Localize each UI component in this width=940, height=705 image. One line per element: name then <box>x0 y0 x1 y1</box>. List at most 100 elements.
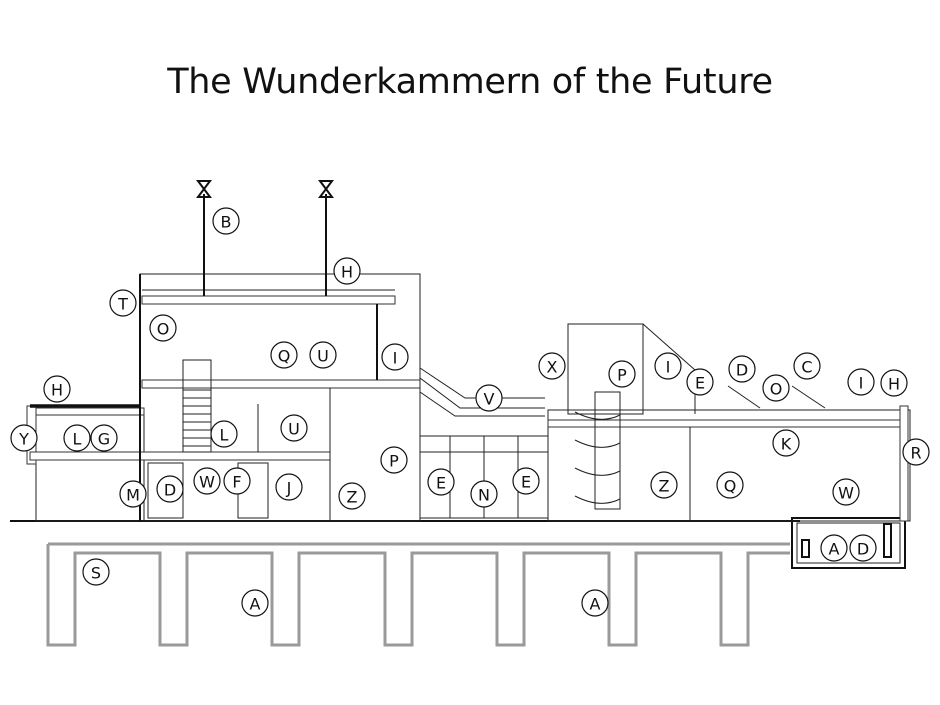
label-o: O <box>149 314 177 342</box>
svg-text:L: L <box>73 430 82 449</box>
svg-text:A: A <box>250 595 261 614</box>
mast-left-top <box>196 180 212 198</box>
svg-text:G: G <box>98 430 110 449</box>
svg-text:C: C <box>801 358 812 377</box>
label-h: H <box>880 369 908 397</box>
svg-text:J: J <box>286 479 292 498</box>
svg-text:I: I <box>666 358 671 377</box>
svg-text:E: E <box>521 473 531 492</box>
svg-text:B: B <box>221 213 232 232</box>
storage-tank-right <box>883 523 892 558</box>
label-b: B <box>212 207 240 235</box>
diagram-title: The Wunderkammern of the Future <box>167 62 773 102</box>
left-roof-slab <box>35 407 145 416</box>
label-e: E <box>427 468 455 496</box>
label-d: D <box>728 355 756 383</box>
right-wall <box>899 405 909 522</box>
svg-text:F: F <box>232 473 241 492</box>
svg-text:D: D <box>736 361 748 380</box>
svg-text:S: S <box>91 564 101 583</box>
svg-text:I: I <box>859 374 864 393</box>
right-roof-slab <box>547 419 909 428</box>
svg-text:U: U <box>288 420 300 439</box>
label-e: E <box>512 467 540 495</box>
stair-treads <box>183 389 211 447</box>
label-v: V <box>475 384 503 412</box>
label-q: Q <box>270 341 298 369</box>
label-i: I <box>654 352 682 380</box>
storage-box-inner <box>796 522 901 564</box>
label-i: I <box>381 343 409 371</box>
label-d: D <box>849 534 877 562</box>
svg-text:H: H <box>341 263 353 282</box>
label-q: Q <box>716 471 744 499</box>
label-a: A <box>581 589 609 617</box>
label-t: T <box>109 289 137 317</box>
label-f: F <box>223 467 251 495</box>
label-g: G <box>90 424 118 452</box>
label-k: K <box>772 429 800 457</box>
svg-text:O: O <box>157 320 170 339</box>
label-l: L <box>63 424 91 452</box>
label-h: H <box>43 375 71 403</box>
label-u: U <box>309 341 337 369</box>
roof-slope-3 <box>791 385 826 409</box>
upper-floor-slab <box>141 379 421 389</box>
label-d: D <box>156 475 184 503</box>
svg-text:K: K <box>781 435 792 454</box>
label-w: W <box>832 478 860 506</box>
foundation-outline <box>46 542 790 647</box>
svg-text:R: R <box>910 444 921 463</box>
right-block <box>547 409 911 522</box>
svg-text:T: T <box>117 295 128 314</box>
svg-text:E: E <box>695 374 705 393</box>
label-h: H <box>333 257 361 285</box>
label-n: N <box>470 480 498 508</box>
storage-box <box>791 517 906 569</box>
label-w: W <box>193 467 221 495</box>
svg-text:Q: Q <box>278 347 291 366</box>
svg-text:Q: Q <box>724 477 737 496</box>
label-s: S <box>82 558 110 586</box>
svg-text:A: A <box>590 595 601 614</box>
label-c: C <box>793 352 821 380</box>
svg-text:Z: Z <box>659 477 670 496</box>
svg-text:H: H <box>888 375 900 394</box>
stair-tower <box>567 323 644 415</box>
label-x: X <box>538 352 566 380</box>
ramp <box>419 367 545 417</box>
label-z: Z <box>650 471 678 499</box>
svg-text:D: D <box>857 540 869 559</box>
label-j: J <box>275 473 303 501</box>
svg-text:U: U <box>317 347 329 366</box>
label-a: A <box>820 534 848 562</box>
label-a: A <box>241 589 269 617</box>
svg-text:E: E <box>436 474 446 493</box>
svg-text:P: P <box>389 452 399 471</box>
label-p: P <box>608 360 636 388</box>
svg-text:M: M <box>126 486 140 505</box>
roof-slope-2 <box>727 385 761 409</box>
label-l: L <box>210 420 238 448</box>
label-e: E <box>686 368 714 396</box>
label-p: P <box>380 446 408 474</box>
svg-text:I: I <box>393 349 398 368</box>
label-m: M <box>119 480 147 508</box>
svg-text:L: L <box>220 426 229 445</box>
spiral-stair <box>594 391 621 510</box>
svg-text:W: W <box>838 484 854 503</box>
label-u: U <box>280 414 308 442</box>
svg-text:Y: Y <box>18 430 29 449</box>
label-o: O <box>762 374 790 402</box>
storage-tank-left <box>801 539 810 558</box>
spiral-steps <box>574 411 621 504</box>
label-y: Y <box>10 424 38 452</box>
label-i: I <box>847 368 875 396</box>
svg-text:A: A <box>829 540 840 559</box>
svg-text:O: O <box>770 380 783 399</box>
svg-text:D: D <box>164 481 176 500</box>
main-roof-slab <box>141 295 396 305</box>
label-r: R <box>902 438 930 466</box>
svg-text:H: H <box>51 381 63 400</box>
